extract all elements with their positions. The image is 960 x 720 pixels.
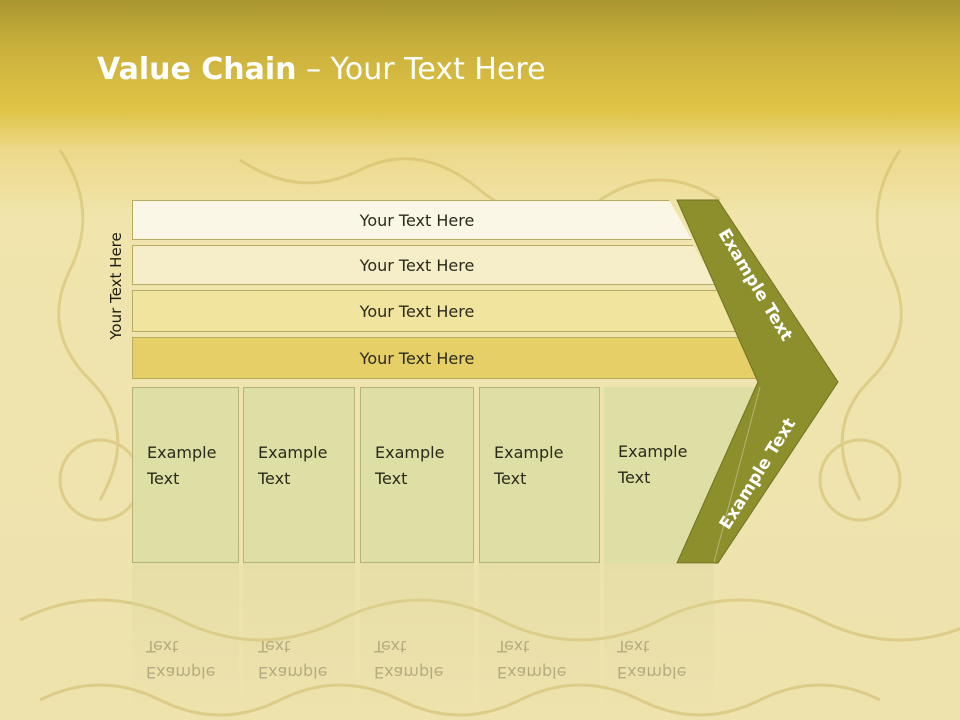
slide-title: Value Chain – Your Text Here — [97, 52, 546, 87]
support-band-3: Your Text Here — [132, 290, 740, 332]
margin-chevron-shape — [676, 199, 839, 564]
primary-activity-4-label: Example Text — [494, 443, 564, 488]
support-band-4: Your Text Here — [132, 337, 764, 379]
support-band-1: Your Text Here — [132, 200, 692, 240]
primary-activity-1: Example Text — [132, 387, 239, 563]
title-bold: Value Chain — [97, 52, 297, 87]
support-band-1-label: Your Text Here — [359, 210, 475, 230]
support-band-3-label: Your Text Here — [359, 301, 475, 321]
primary-activity-2: Example Text — [243, 387, 355, 563]
primary-activity-1-label: Example Text — [147, 443, 217, 488]
primary-activity-5-label: Example Text — [618, 442, 688, 487]
support-band-2-label: Your Text Here — [359, 255, 475, 275]
support-band-4-label: Your Text Here — [359, 348, 475, 368]
primary-activity-4: Example Text — [479, 387, 600, 563]
support-band-2: Your Text Here — [132, 245, 716, 285]
primary-activity-3: Example Text — [360, 387, 474, 563]
primary-activity-2-label: Example Text — [258, 443, 328, 488]
primary-activity-3-label: Example Text — [375, 443, 445, 488]
title-rest: – Your Text Here — [296, 52, 546, 87]
box-5-slanted-edge — [713, 386, 761, 563]
